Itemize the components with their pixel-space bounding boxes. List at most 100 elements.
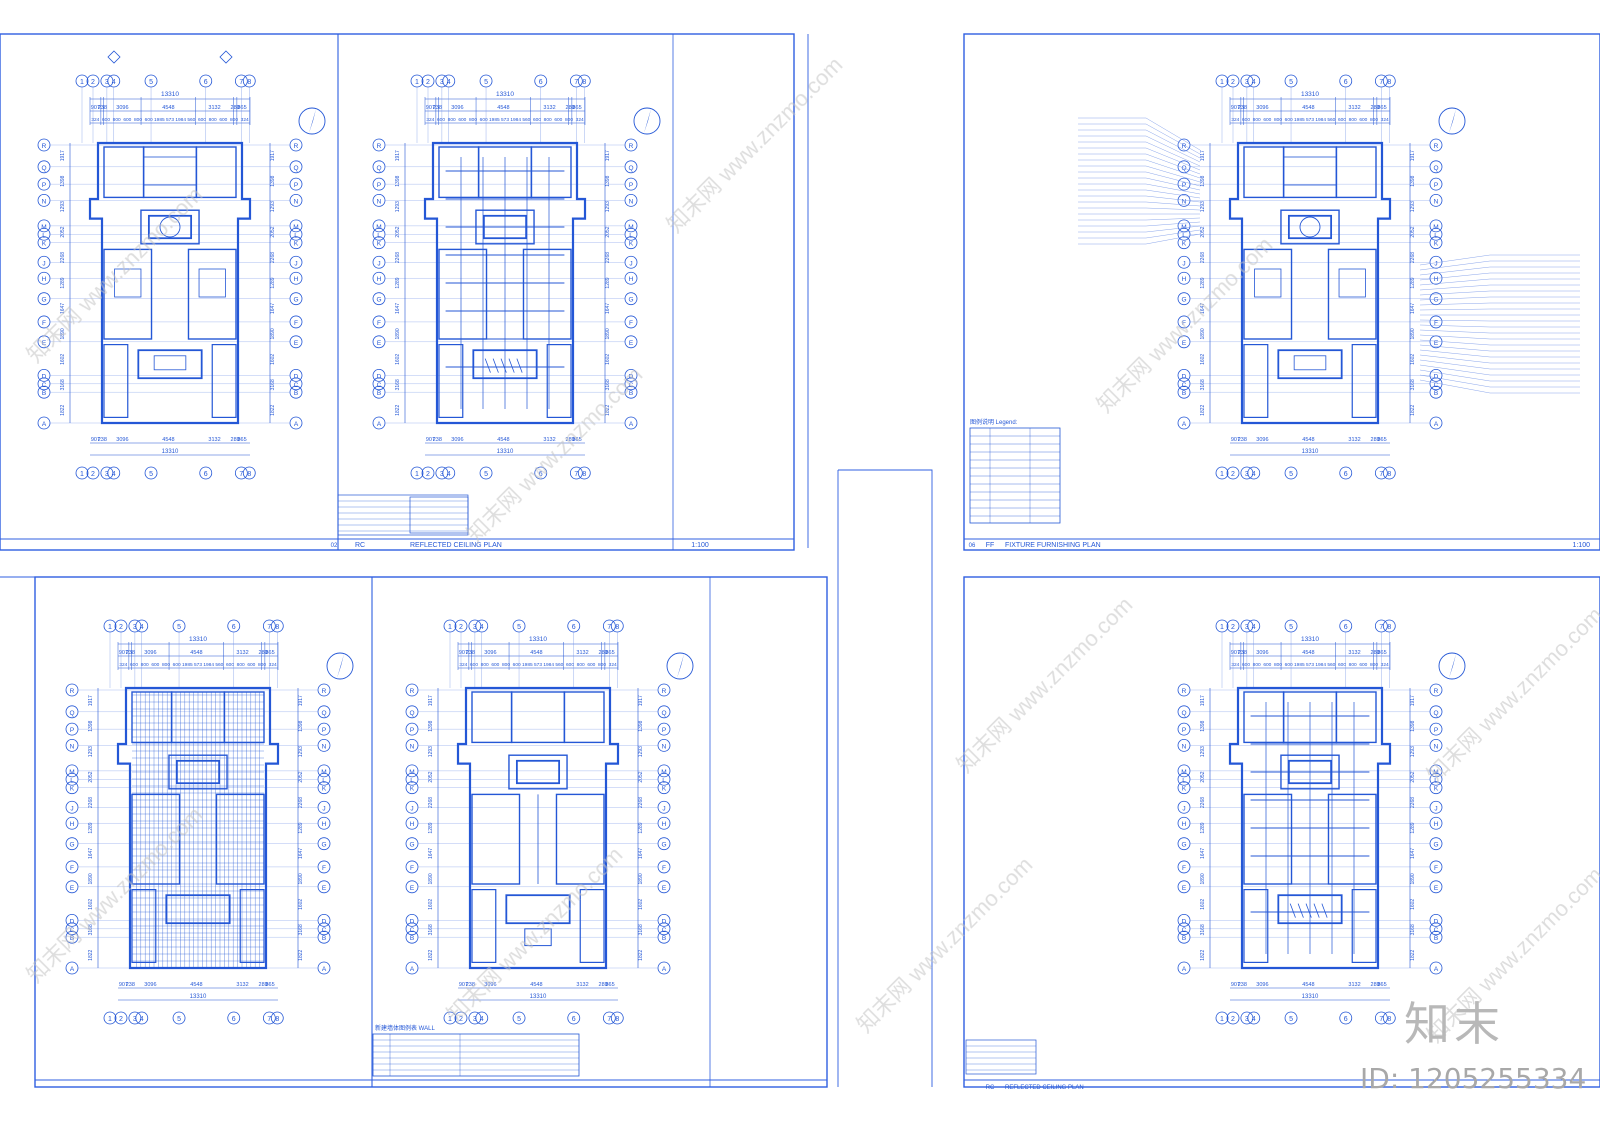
dimension-segment: 4548: [190, 650, 202, 656]
watermark-text: 知末网 www.znzmo.com: [1422, 602, 1600, 787]
grid-label-row: N: [377, 198, 382, 205]
dimension-vertical: 2052: [1200, 226, 1206, 237]
dimension-vertical: 1398: [1200, 720, 1206, 731]
grid-label-column: 6: [232, 1016, 236, 1023]
dimension-vertical: 2052: [88, 771, 94, 782]
dimension-segment: 4548: [1302, 105, 1314, 111]
dimension-sub: 600: [1359, 662, 1367, 668]
dimension-vertical: 3168: [298, 924, 304, 935]
exterior-wall: [116, 686, 280, 970]
grid-label-row: R: [377, 143, 382, 150]
dimension-sub: 600: [219, 117, 227, 123]
grid-label-row: L: [1182, 777, 1186, 784]
leader-line: [1419, 354, 1491, 364]
grid-label-column: 3: [133, 1016, 137, 1023]
dimension-vertical: 1289: [298, 822, 304, 833]
room-wall: [1280, 209, 1340, 245]
dimension-sub: 600: [247, 662, 255, 668]
hatch: [508, 358, 515, 373]
dimension-vertical: 2052: [1410, 226, 1416, 237]
grid-label-row: F: [1434, 865, 1438, 872]
grid-label-column: 6: [1344, 1016, 1348, 1023]
dimension-segment: 3132: [236, 982, 248, 988]
dimension-segment: 4548: [1302, 437, 1314, 443]
grid-label-row: N: [1182, 198, 1187, 205]
dimension-sub: 600: [226, 662, 234, 668]
grid-label-row: A: [322, 966, 327, 973]
grid-label-row: R: [294, 143, 299, 150]
dimension-vertical: 2052: [298, 771, 304, 782]
dimension-sub: 560: [215, 662, 223, 668]
grid-label-row: E: [1182, 340, 1187, 347]
dimension-vertical: 1398: [428, 720, 434, 731]
dimension-sub: 600: [145, 117, 153, 123]
dimension-segment: 289: [566, 105, 575, 111]
grid-label-row: E: [629, 340, 634, 347]
dimension-vertical: 2268: [638, 797, 644, 808]
grid-bubble: [114, 1011, 128, 1025]
leader-line: [1145, 221, 1201, 227]
dimension-sub: 800: [1274, 662, 1282, 668]
dimension-sub: 600: [1242, 662, 1250, 668]
grid-label-row: K: [1182, 241, 1187, 248]
grid-label-column: 3: [1245, 79, 1249, 86]
dimension-overall: 13310: [497, 449, 514, 455]
grid-label-row: H: [1182, 276, 1187, 283]
schedule-table: [409, 496, 469, 534]
dimension-vertical: 2052: [1200, 771, 1206, 782]
dimension-sub: 324: [609, 662, 617, 668]
grid-label-row: L: [42, 232, 46, 239]
grid-label-row: K: [662, 786, 667, 793]
sheet-code: RC: [355, 542, 365, 549]
room-wall: [103, 344, 129, 419]
grid-label-column: 3: [1245, 624, 1249, 631]
dimension-segment: 907: [459, 982, 468, 988]
north-arrow-icon: [298, 107, 326, 135]
dimension-segment: 238: [466, 650, 475, 656]
dimension-segment: 289: [259, 650, 268, 656]
watermark-text: 知末网 www.znzmo.com: [662, 52, 847, 237]
dimension-vertical: 1293: [395, 201, 401, 212]
grid-label-column: 1: [80, 471, 84, 478]
dimension-sub: 800: [230, 117, 238, 123]
grid-label-column: 5: [517, 624, 521, 631]
grid-bubble: [1247, 466, 1261, 480]
dimension-vertical: 1602: [1410, 899, 1416, 910]
grid-label-row: N: [1182, 743, 1187, 750]
grid-label-column: 5: [1289, 79, 1293, 86]
grid-label-row: K: [322, 786, 327, 793]
grid-label-column: 1: [1220, 79, 1224, 86]
grid-label-row: C: [1182, 927, 1187, 934]
dimension-vertical: 2268: [1200, 797, 1206, 808]
hatch: [1313, 903, 1320, 918]
dimension-sub: 800: [1370, 117, 1378, 123]
dimension-segment: 289: [1371, 982, 1380, 988]
grid-label-row: E: [1434, 885, 1439, 892]
grid-label-row: Q: [409, 710, 414, 717]
grid-label-column: 4: [1252, 79, 1256, 86]
grid-label-row: B: [1182, 390, 1186, 397]
leader-line: [1419, 344, 1491, 352]
dimension-vertical: 2268: [1410, 252, 1416, 263]
grid-bubble: [435, 466, 449, 480]
dimension-sub: 600: [198, 117, 206, 123]
dimension-vertical: 1293: [1200, 201, 1206, 212]
grid-label-column: 3: [1245, 471, 1249, 478]
grid-label-row: A: [377, 421, 382, 428]
grid-label-row: M: [628, 224, 633, 231]
dimension-segment: 238: [433, 437, 442, 443]
grid-bubble: [569, 466, 583, 480]
dimension-vertical: 1890: [88, 873, 94, 884]
dimension-sub: 560: [555, 662, 563, 668]
grid-label-row: R: [629, 143, 634, 150]
grid-label-row: G: [41, 297, 46, 304]
dimension-vertical: 1822: [60, 404, 66, 415]
grid-label-row: Q: [1433, 710, 1438, 717]
grid-label-row: N: [294, 198, 299, 205]
dimension-vertical: 1890: [60, 328, 66, 339]
dimension-sub: 600: [491, 662, 499, 668]
grid-label-row: L: [410, 777, 414, 784]
grid-label-row: L: [1434, 232, 1438, 239]
